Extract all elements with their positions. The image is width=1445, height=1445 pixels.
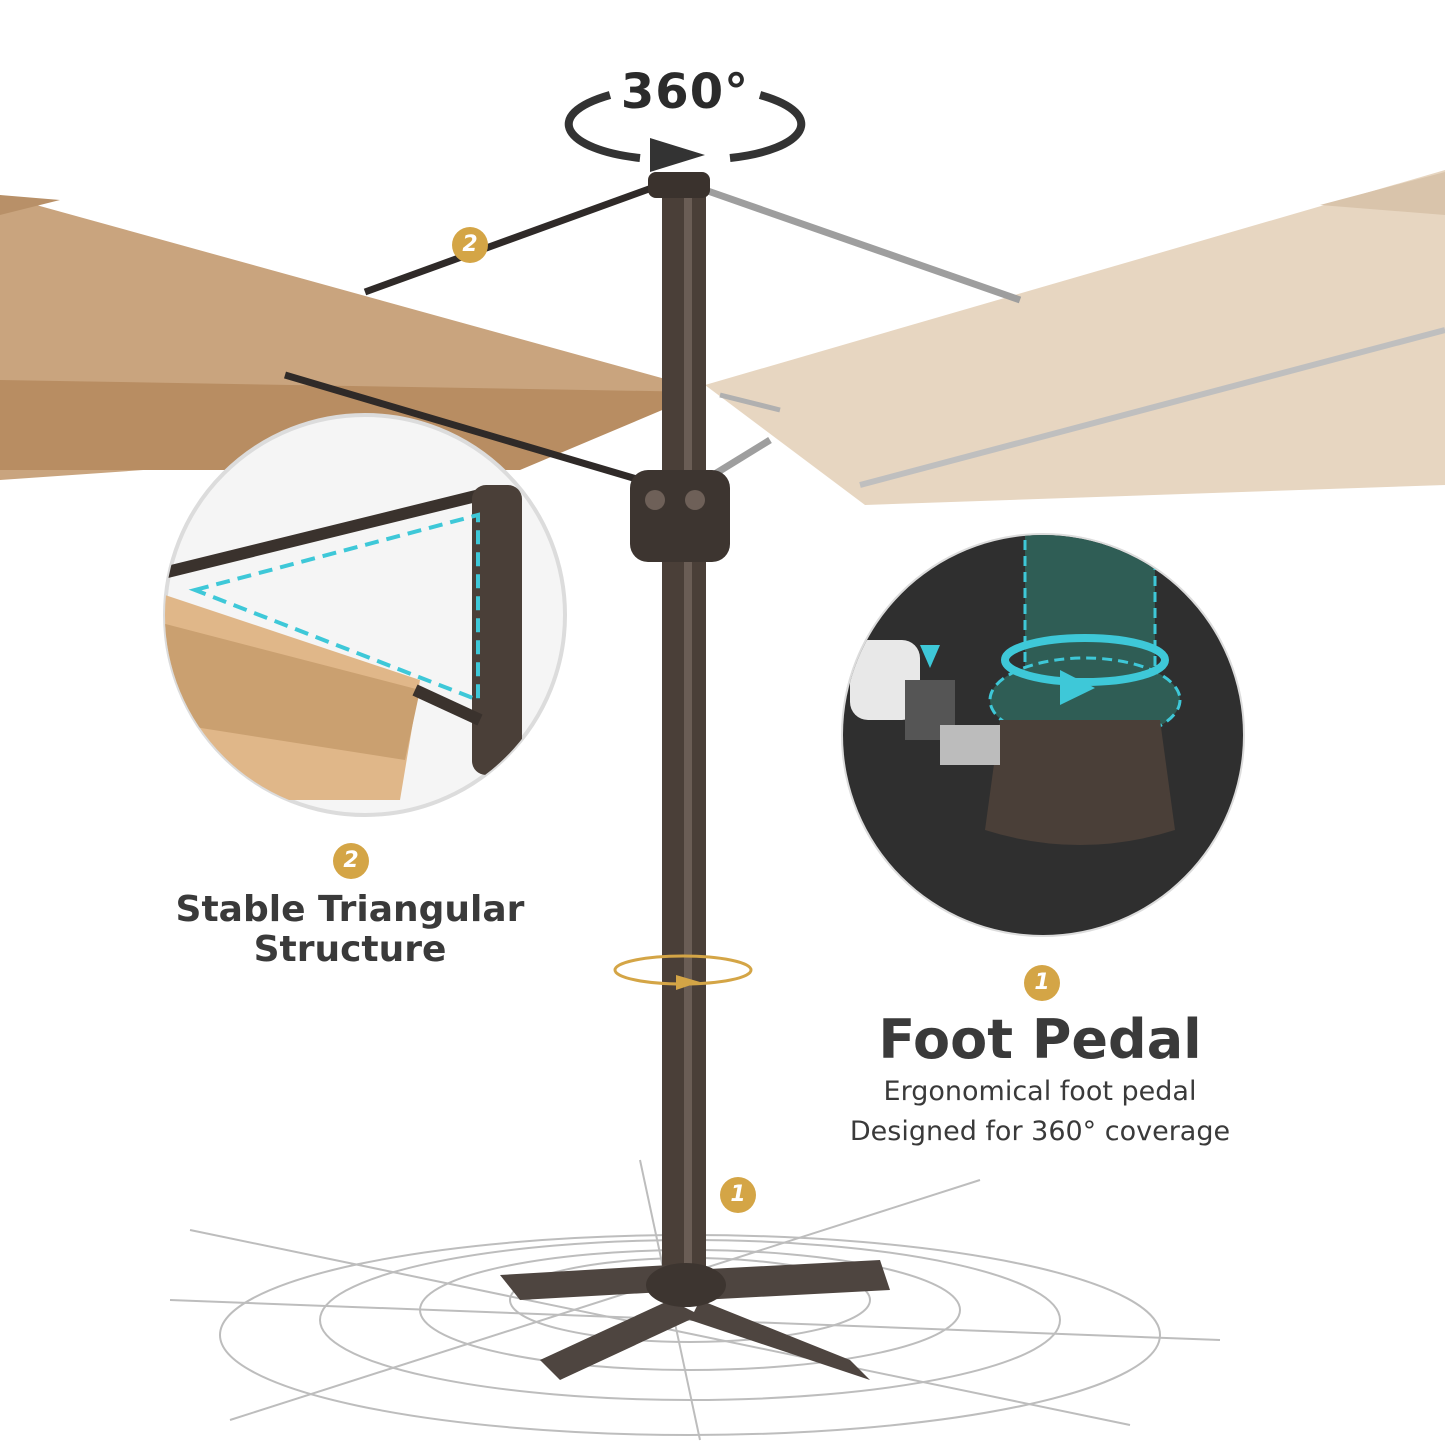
- badge-feature-pedal: 1: [1024, 965, 1060, 1001]
- rotation-label: 360°: [620, 64, 750, 120]
- feature-desc-line1: Ergonomical foot pedal: [883, 1076, 1197, 1107]
- canopy-right: [703, 170, 1445, 505]
- badge-feature-triangle: 2: [333, 843, 369, 879]
- feature-title-triangle-line2: Structure: [253, 929, 447, 970]
- feature-title-triangle-line1: Stable Triangular: [175, 889, 525, 930]
- umbrella-pole: [630, 172, 730, 1290]
- feature-desc-pedal: Ergonomical foot pedal Designed for 360°…: [800, 1072, 1280, 1152]
- pole-rotation-icon: [613, 954, 753, 990]
- badge-pole-upper: 2: [452, 227, 488, 263]
- feature-title-triangle: Stable Triangular Structure: [130, 890, 570, 970]
- rotation-arrow-icon: [564, 91, 806, 172]
- triangle-detail-circle: [163, 413, 567, 817]
- badge-pole-lower: 1: [720, 1177, 756, 1213]
- pedal-detail-circle: [841, 533, 1245, 937]
- cross-base: [500, 1260, 890, 1380]
- feature-desc-line2: Designed for 360° coverage: [849, 1116, 1231, 1147]
- feature-title-pedal: Foot Pedal: [878, 1008, 1202, 1071]
